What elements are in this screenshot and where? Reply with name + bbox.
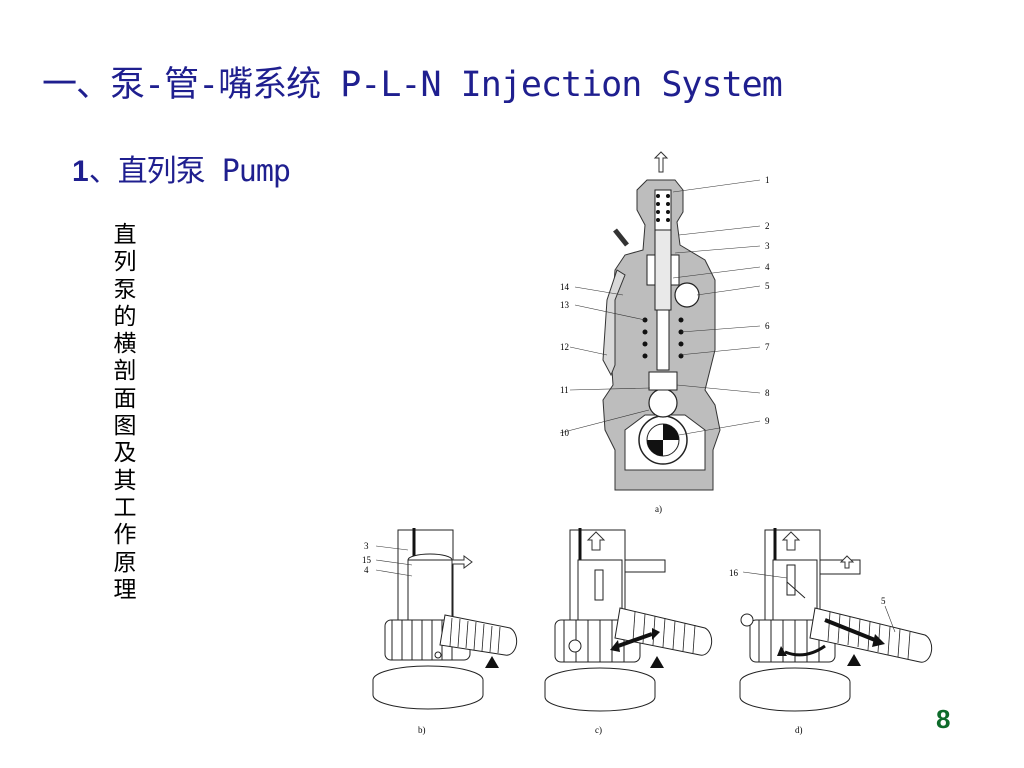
plunger-position-b-figure: 3 15 4 b) <box>362 528 518 735</box>
plunger-position-c-figure: c) <box>544 528 713 735</box>
label-b-4: 4 <box>364 565 369 575</box>
pump-cross-section-figure: 1 2 3 4 5 6 7 8 9 10 11 12 13 14 a) <box>559 151 770 514</box>
label-12: 12 <box>560 342 569 352</box>
label-b-3: 3 <box>364 541 369 551</box>
subtitle-text: 、直列泵 Pump <box>88 154 291 188</box>
vertical-char: 工 <box>113 494 137 521</box>
caption-c: c) <box>595 725 602 735</box>
label-6: 6 <box>765 321 770 331</box>
vertical-char: 横 <box>113 331 137 358</box>
vertical-char: 图 <box>113 413 137 440</box>
vertical-char: 泵 <box>113 276 137 303</box>
vertical-char: 理 <box>113 576 137 603</box>
caption-d: d) <box>795 725 803 735</box>
caption-b: b) <box>418 725 426 735</box>
label-3: 3 <box>765 241 770 251</box>
label-1: 1 <box>765 175 770 185</box>
label-11: 11 <box>560 385 569 395</box>
vertical-char: 的 <box>113 303 137 330</box>
vertical-char: 剖 <box>113 358 137 385</box>
label-10: 10 <box>560 428 570 438</box>
subtitle-number: 1 <box>72 155 89 188</box>
label-14: 14 <box>560 282 570 292</box>
label-2: 2 <box>765 221 770 231</box>
label-b-15: 15 <box>362 555 372 565</box>
label-d-5: 5 <box>881 596 886 606</box>
label-5: 5 <box>765 281 770 291</box>
label-8: 8 <box>765 388 770 398</box>
vertical-char: 及 <box>113 440 137 467</box>
vertical-char: 作 <box>113 522 137 549</box>
slide-title: 一、泵-管-嘴系统 P-L-N Injection System <box>42 65 783 105</box>
vertical-char: 列 <box>113 249 137 276</box>
plunger-position-d-figure: 16 5 d) <box>729 528 933 735</box>
vertical-char: 其 <box>113 467 137 494</box>
vertical-char: 原 <box>113 549 137 576</box>
vertical-char: 直 <box>113 222 137 248</box>
label-4: 4 <box>765 262 770 272</box>
vertical-char: 面 <box>113 385 137 412</box>
label-9: 9 <box>765 416 770 426</box>
slide-subtitle: 1、直列泵 Pump <box>72 146 354 188</box>
label-7: 7 <box>765 342 770 352</box>
label-13: 13 <box>560 300 570 310</box>
caption-a: a) <box>655 504 662 514</box>
page-number: 8 <box>936 704 951 734</box>
label-d-16: 16 <box>729 568 739 578</box>
vertical-caption: 直 列 泵 的 横 剖 面 图 及 其 工 作 原 理 <box>108 222 142 604</box>
